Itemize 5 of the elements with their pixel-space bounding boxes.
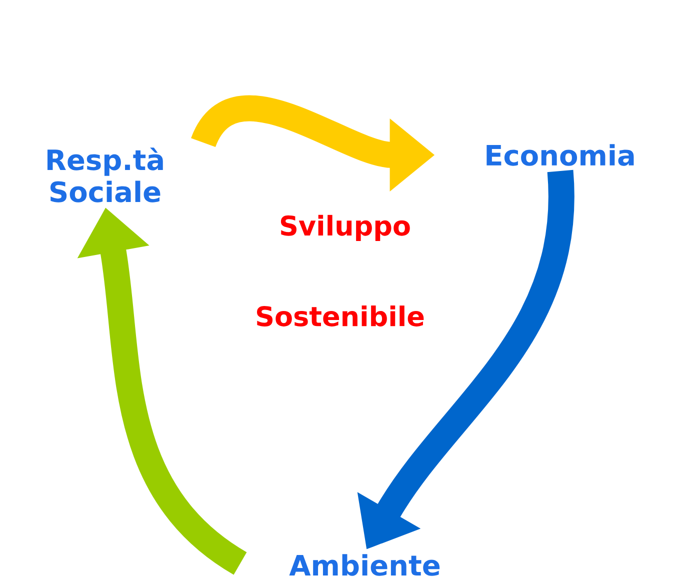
title-text: Sviluppo	[280, 214, 410, 242]
node-label: Resp.tà Sociale	[47, 148, 163, 202]
node-label: Economia	[486, 144, 634, 166]
title-text: Sostenibile	[257, 306, 424, 326]
node-label: Ambiente	[289, 554, 440, 576]
